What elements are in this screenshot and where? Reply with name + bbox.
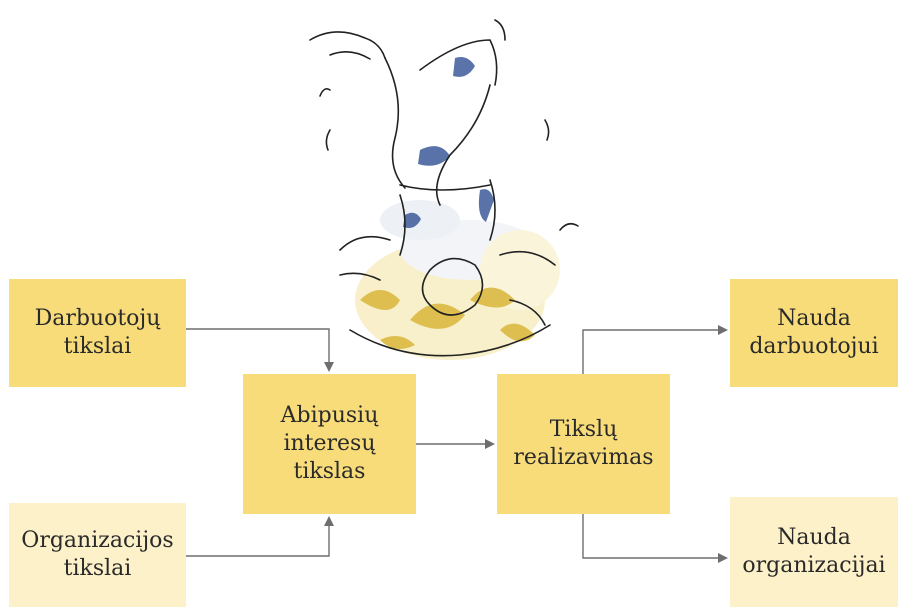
organization-goals-label: Organizacijos tikslai [21,527,173,583]
arrow-organization-to-mutual [186,518,329,556]
arrow-realization-to-employee-benefit [583,330,726,374]
organization-benefit-label: Nauda organizacijai [742,524,885,580]
goal-realization-box: Tikslų realizavimas [497,374,670,514]
employee-goals-box: Darbuotojų tikslai [9,279,186,387]
mutual-interest-goal-label: Abipusių interesų tikslas [281,402,379,486]
employee-benefit-box: Nauda darbuotojui [730,279,898,387]
arrow-employee-to-mutual [186,329,329,370]
arrow-realization-to-organization-benefit [583,514,726,558]
organization-goals-box: Organizacijos tikslai [9,503,186,607]
goal-realization-label: Tikslų realizavimas [513,416,653,472]
employee-benefit-label: Nauda darbuotojui [749,305,878,361]
mutual-interest-goal-box: Abipusių interesų tikslas [243,374,416,514]
organization-benefit-box: Nauda organizacijai [730,497,898,607]
employee-goals-label: Darbuotojų tikslai [35,305,161,361]
